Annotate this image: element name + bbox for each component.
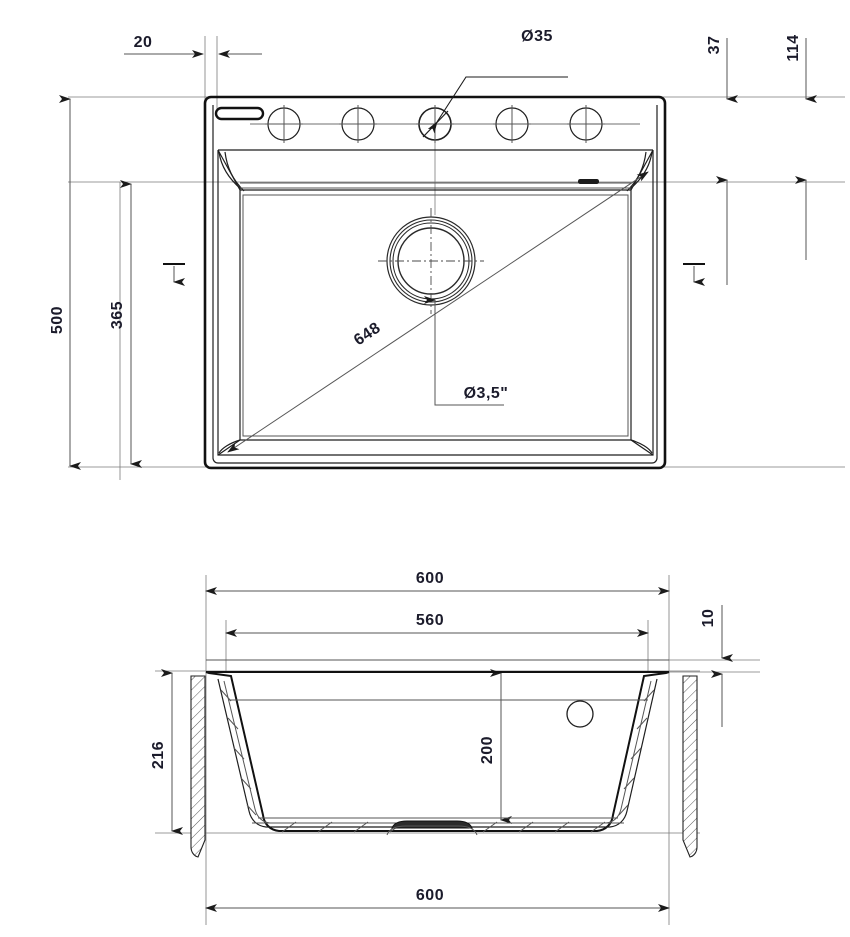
section-hatch-left <box>220 689 257 816</box>
top-view: 648 Ø35 Ø3,5" 20 500 365 <box>49 28 845 480</box>
basin-shelf-notch <box>578 179 599 184</box>
dimension-600-top: 600 <box>205 570 670 595</box>
dimension-365: 365 <box>109 180 142 468</box>
sink-body-section <box>205 659 670 836</box>
bowl-depth-tick-left <box>163 263 185 286</box>
section-view: 600 560 10 216 200 600 <box>150 570 760 925</box>
drain-diameter-label: Ø3,5" <box>464 385 509 402</box>
bowl-depth-tick-right <box>683 263 705 286</box>
tap-hole-group <box>265 105 605 143</box>
section-hatch-right <box>618 689 655 816</box>
overflow-slot <box>214 106 265 121</box>
dimension-365-label: 365 <box>109 301 126 329</box>
worktop-flange-right <box>682 675 698 858</box>
dimension-37: 37 <box>706 36 738 285</box>
sink-inner-rim <box>212 105 658 464</box>
tap-hole <box>493 105 531 143</box>
drain-recess <box>386 820 478 836</box>
dimension-37-label: 37 <box>706 36 723 55</box>
tap-hole <box>567 105 605 143</box>
tap-hole <box>265 105 303 143</box>
dimension-600-bottom-label: 600 <box>416 887 444 904</box>
drain-diameter-callout: Ø3,5" <box>424 296 509 406</box>
dimension-200-label: 200 <box>479 736 496 764</box>
sink-outer-rim <box>203 95 667 470</box>
dimension-10-label: 10 <box>700 609 717 628</box>
dimension-10: 10 <box>700 605 733 727</box>
dimension-600-bottom: 600 <box>205 887 670 912</box>
dimension-500: 500 <box>49 95 81 470</box>
worktop-flange-left <box>190 675 206 858</box>
overflow-hole <box>566 700 594 728</box>
dimension-216-label: 216 <box>150 741 167 769</box>
dimension-560-label: 560 <box>416 612 444 629</box>
dimension-600-top-label: 600 <box>416 570 444 587</box>
dimension-20-label: 20 <box>134 34 153 51</box>
dimension-20: 20 <box>124 34 262 58</box>
dimension-500-label: 500 <box>49 306 66 334</box>
tap-hole-diameter-callout: Ø35 <box>427 28 568 134</box>
dimension-114: 114 <box>785 34 817 260</box>
dimension-200: 200 <box>479 669 512 824</box>
dimension-216: 216 <box>150 669 183 835</box>
dimension-114-label: 114 <box>785 34 802 61</box>
tap-hole <box>339 105 377 143</box>
tap-hole-diameter-label: Ø35 <box>521 28 553 45</box>
dimension-560: 560 <box>225 612 649 637</box>
